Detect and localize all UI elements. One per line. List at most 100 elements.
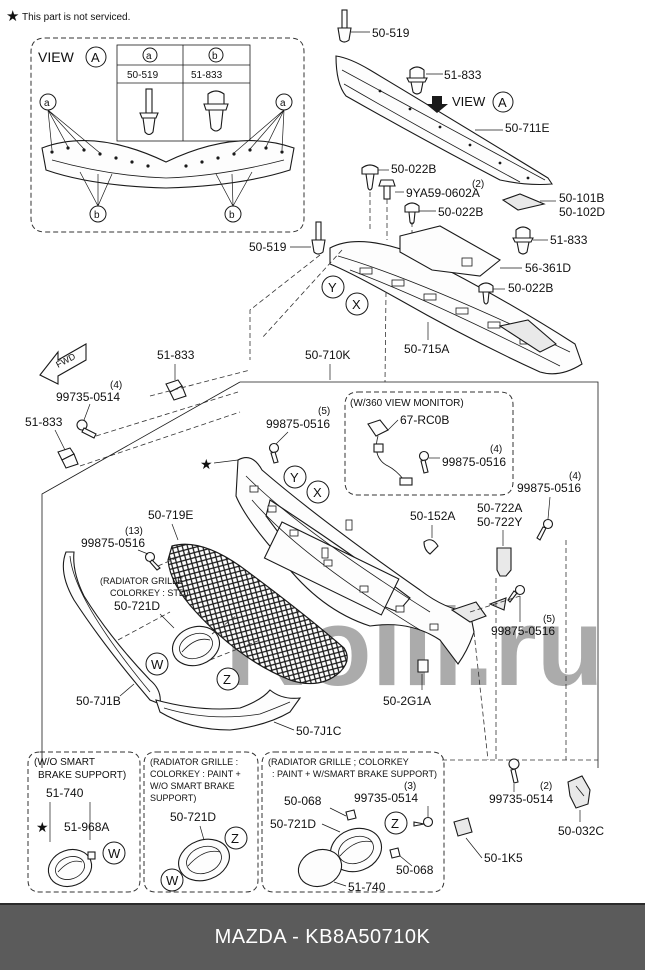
option-box-paint-smart-brake: (RADIATOR GRILLE ; COLORKEY : PAINT + W/… xyxy=(261,751,445,894)
label-50-152a: 50-152A xyxy=(410,509,455,523)
view-a-col-a-letter: a xyxy=(146,51,152,62)
callout-x-lower: X xyxy=(313,485,322,500)
box3-note-1: (RADIATOR GRILLE ; COLORKEY xyxy=(268,757,409,767)
box2-note-2: COLORKEY : PAINT + xyxy=(150,769,241,779)
label-56-361d: 56-361D xyxy=(525,261,571,275)
label-50-032c: 50-032C xyxy=(558,824,604,838)
label-99875-monitor-qty: (4) xyxy=(490,444,502,455)
view-a-title: VIEW xyxy=(38,49,75,65)
footer-title: MAZDA - KB8A50710K xyxy=(214,926,431,948)
label-99735-2: 99735-0514 xyxy=(489,792,553,806)
label-99875-13-qty: (13) xyxy=(125,526,143,537)
label-99735: 99735-0514 xyxy=(56,390,120,404)
clip-50-152a-icon xyxy=(423,539,439,555)
view-a-col-b-part: 51-833 xyxy=(191,70,223,81)
label-50-719e: 50-719E xyxy=(148,508,193,522)
box2-label-50-721d: 50-721D xyxy=(170,810,216,824)
label-99875-5-qty: (5) xyxy=(318,406,330,417)
label-9ya59: 9YA59-0602A xyxy=(406,186,480,200)
label-51-833-b: 51-833 xyxy=(25,415,63,429)
label-99875-5b: 99875-0516 xyxy=(491,624,555,638)
label-9ya59-qty: (2) xyxy=(472,179,484,190)
box2-note-1: (RADIATOR GRILLE : xyxy=(150,757,238,767)
label-99735-2-qty: (2) xyxy=(540,781,552,792)
view-a-letter: A xyxy=(91,50,100,65)
box3-label-50-068-b: 50-068 xyxy=(396,863,434,877)
box1-note-2: BRAKE SUPPORT) xyxy=(38,770,126,781)
box3-label-50-721d: 50-721D xyxy=(270,817,316,831)
screw-99875-5b-icon xyxy=(507,584,526,603)
label-50-721d: 50-721D xyxy=(114,599,160,613)
label-50-101b: 50-101B xyxy=(559,191,604,205)
bracket-50-032c-icon xyxy=(567,775,591,809)
upper-shroud-50-715a xyxy=(329,241,583,375)
radiator-grille-50-719e xyxy=(167,543,348,685)
upper-moulding-50-711e xyxy=(335,55,553,186)
screw-99735-box3-icon xyxy=(413,816,434,828)
box2-callout-z: Z xyxy=(231,831,239,846)
monitor-note: (W/360 VIEW MONITOR) xyxy=(350,398,464,409)
bolt-9ya59-icon xyxy=(378,179,396,200)
box3-label-99735-qty: (3) xyxy=(404,781,416,792)
bolt-50-022b-2-icon xyxy=(404,202,420,225)
chrome-strip-50-7j1b xyxy=(62,551,161,705)
label-50-022b-3: 50-022B xyxy=(508,281,553,295)
box2-note-4: SUPPORT) xyxy=(150,793,196,803)
label-50-7j1b: 50-7J1B xyxy=(76,694,121,708)
box3-label-51-740: 51-740 xyxy=(348,880,386,894)
view-a-callout-b-left: b xyxy=(94,210,100,221)
clip-50-068-b-icon xyxy=(389,847,401,859)
view-arrow-text: VIEW xyxy=(452,94,486,109)
bolt-50-022b-3-icon xyxy=(478,282,494,305)
screw-99735-icon xyxy=(76,419,97,439)
emblem-51-740-icon xyxy=(47,848,93,888)
label-51-833-top: 51-833 xyxy=(444,68,482,82)
footer-rule xyxy=(0,903,645,905)
label-99875-right-qty: (4) xyxy=(569,471,581,482)
box2-note-3: W/O SMART BRAKE xyxy=(150,781,235,791)
label-50-722y: 50-722Y xyxy=(477,515,522,529)
screw-99875-right-icon xyxy=(536,518,554,541)
callout-y-lower: Y xyxy=(290,470,299,485)
fwd-arrow-icon xyxy=(39,343,87,385)
pin-50-519-top-icon xyxy=(337,9,352,43)
grille-note-2: COLORKEY : STD) xyxy=(110,588,188,598)
label-50-7j1c: 50-7J1C xyxy=(296,724,342,738)
view-a-callout-a-right: a xyxy=(280,98,286,109)
label-50-2g1a: 50-2G1A xyxy=(383,694,431,708)
screw-monitor-icon xyxy=(418,450,430,474)
box1-callout-w: W xyxy=(108,846,121,861)
clip-50-1k5-icon xyxy=(453,817,473,837)
chrome-strip-50-7j1c xyxy=(155,689,302,731)
camera-harness-icon xyxy=(367,419,413,486)
clip-51-833-a-icon xyxy=(165,379,187,401)
view-arrow-letter: A xyxy=(498,95,507,110)
bolt-50-022b-icon xyxy=(361,164,379,191)
sensor-cover-51-740-icon xyxy=(297,848,343,888)
box1-star-icon: ★ xyxy=(36,819,49,835)
label-50-519-top: 50-519 xyxy=(372,26,410,40)
clip-51-833-mid-icon xyxy=(512,226,534,255)
label-51-833-a: 51-833 xyxy=(157,348,195,362)
push-clip-icon xyxy=(203,90,229,132)
view-a-col-b-letter: b xyxy=(212,51,218,62)
box3-label-50-068-a: 50-068 xyxy=(284,794,322,808)
legend-star-icon: ★ xyxy=(6,8,19,25)
label-50-022b-2: 50-022B xyxy=(438,205,483,219)
unserviced-star-icon: ★ xyxy=(200,456,213,472)
label-99875-5: 99875-0516 xyxy=(266,417,330,431)
bracket-50-722a xyxy=(496,547,512,577)
screw-99735-2-icon xyxy=(508,758,520,784)
box1-note-1: (W/O SMART xyxy=(34,757,95,768)
label-50-710k: 50-710K xyxy=(305,348,350,362)
callout-y-upper: Y xyxy=(328,280,337,295)
view-a-callout-b-right: b xyxy=(229,210,235,221)
clip-51-833-b-icon xyxy=(57,447,79,469)
view-arrow-icon xyxy=(426,96,448,113)
box1-label-51-740: 51-740 xyxy=(46,786,84,800)
box3-note-2: : PAINT + W/SMART BRAKE SUPPORT) xyxy=(272,769,437,779)
option-box-no-smart-brake: (W/O SMART BRAKE SUPPORT) 51-740 ★ 51-96… xyxy=(27,751,141,893)
monitor-option-box: (W/360 VIEW MONITOR) 67-RC0B (4) 99875-0… xyxy=(344,391,514,496)
pin-50-519-left-icon xyxy=(311,221,326,255)
option-box-paint-no-smart-brake: (RADIATOR GRILLE : COLORKEY : PAINT + W/… xyxy=(143,751,259,893)
